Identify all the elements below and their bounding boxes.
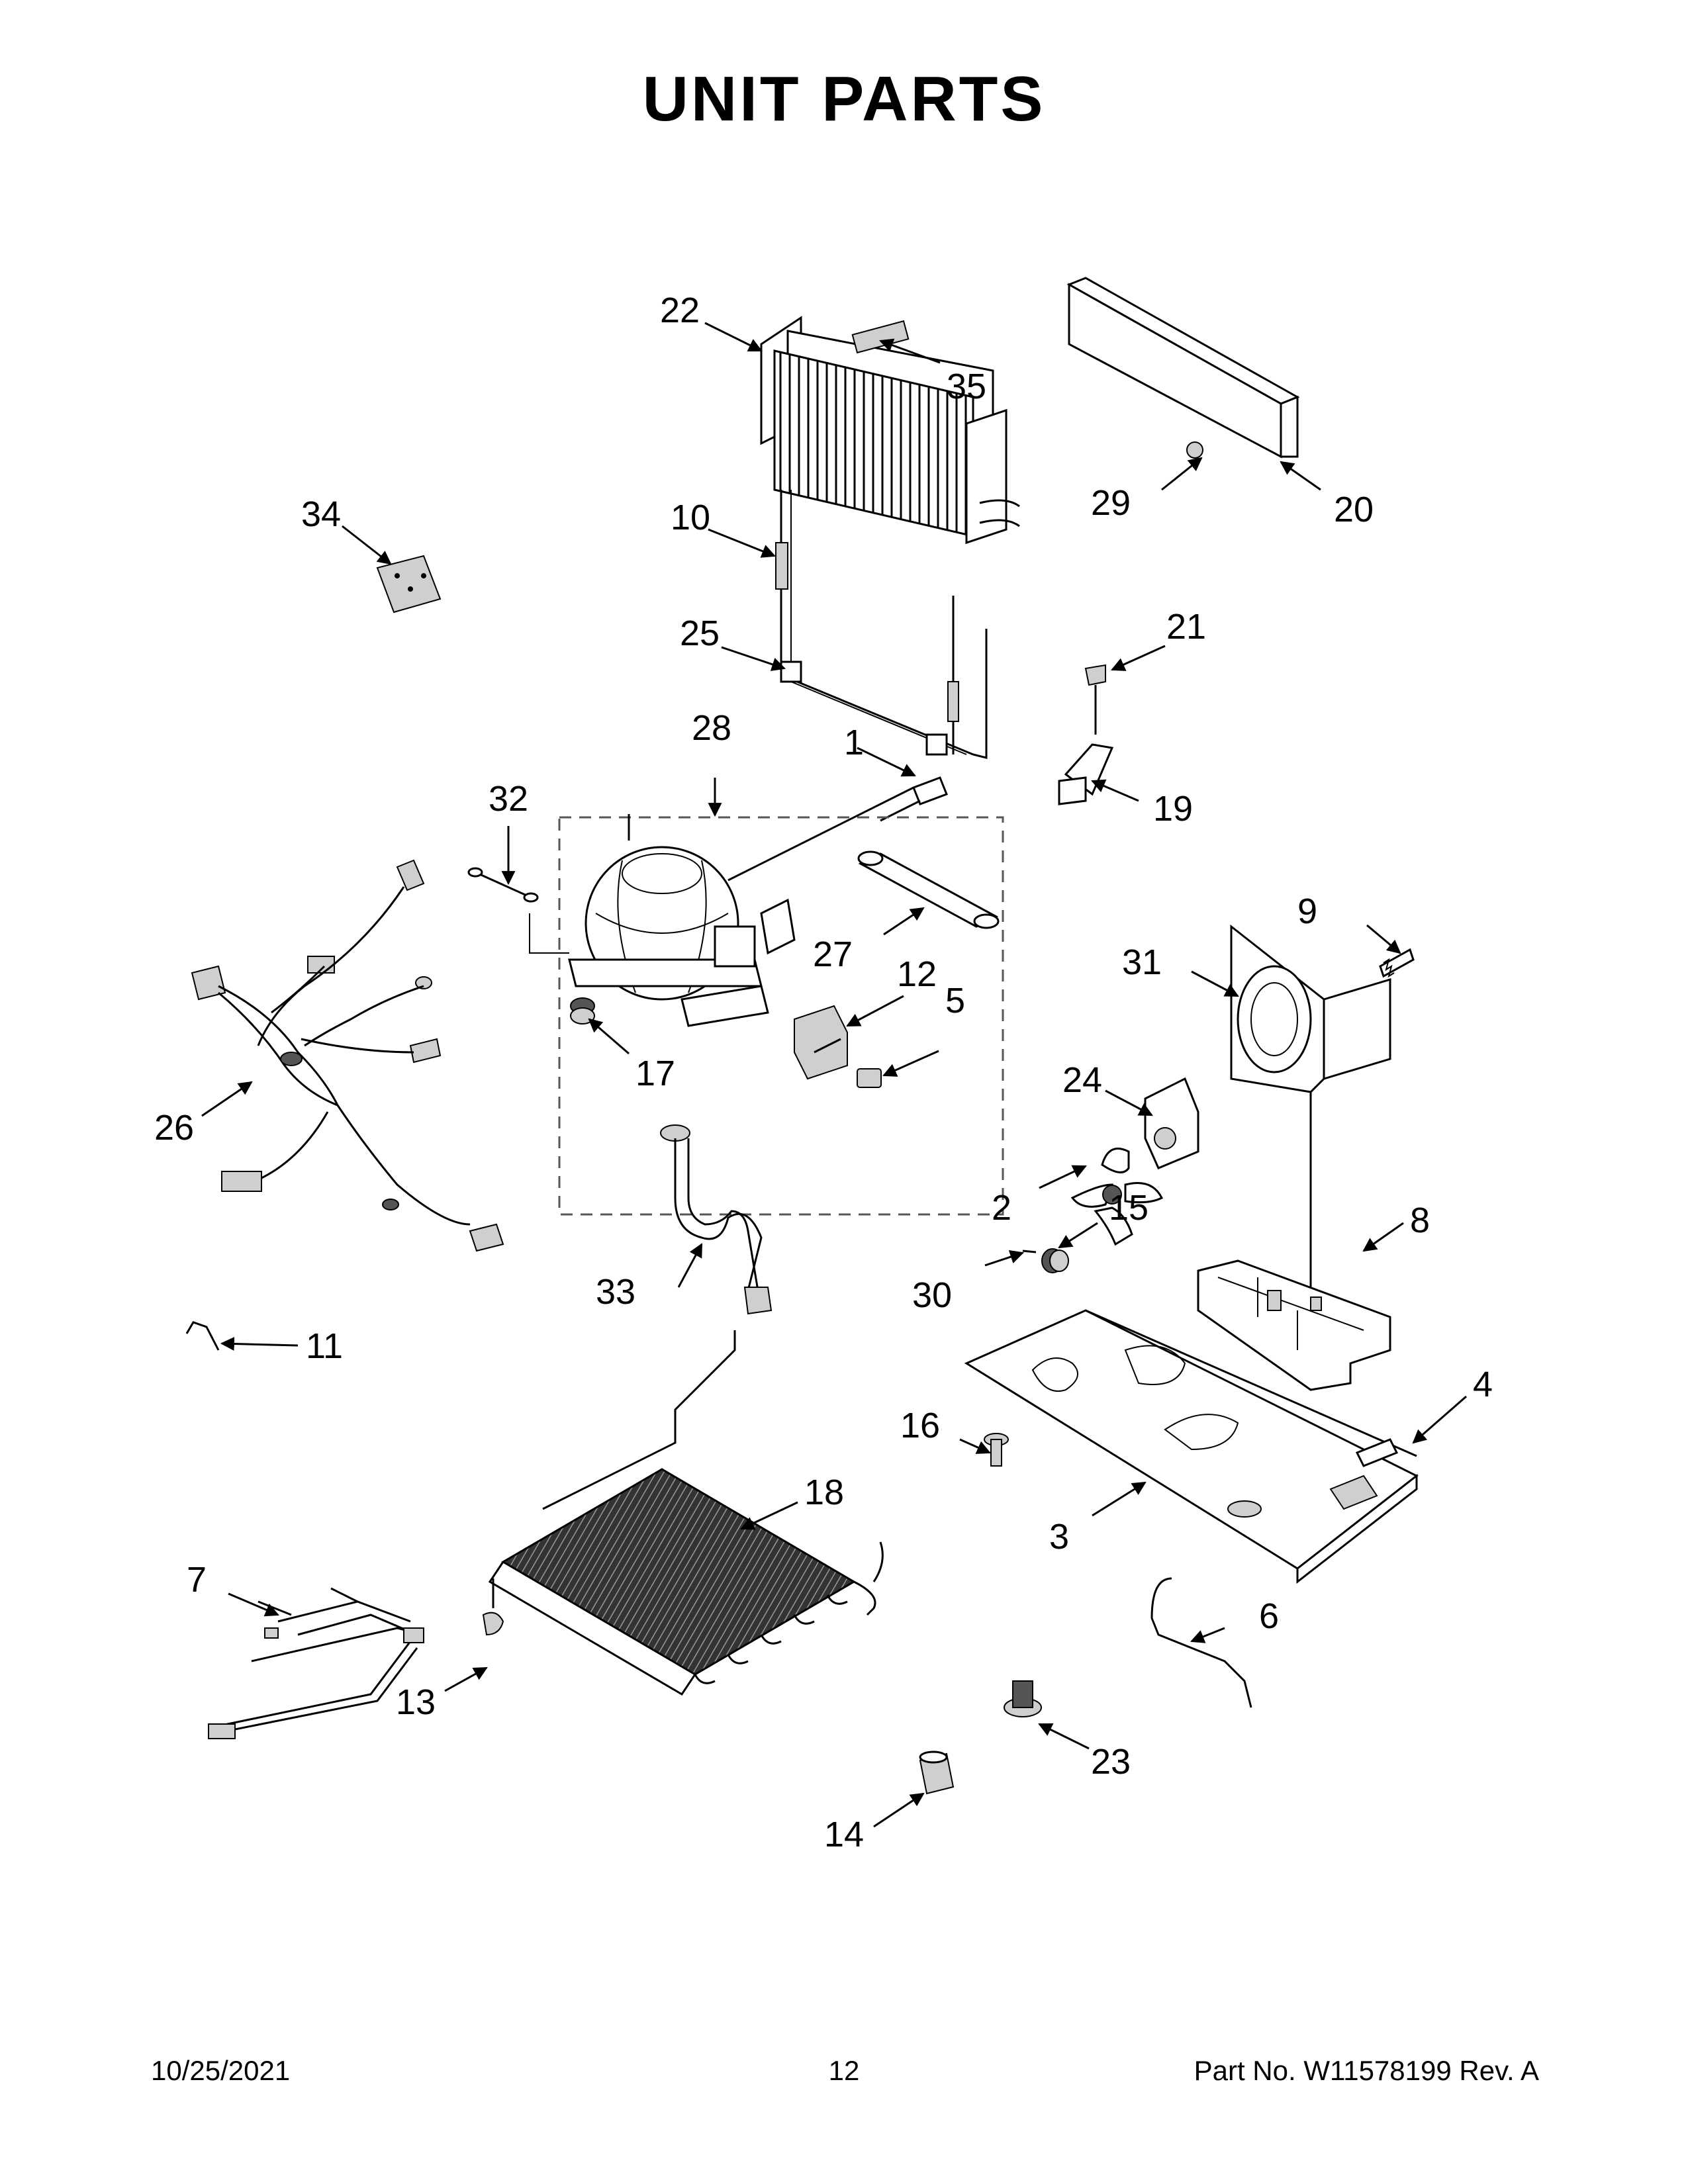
callout-20: 20 (1334, 490, 1374, 529)
callout-24: 24 (1062, 1060, 1102, 1100)
callout-18: 18 (804, 1473, 844, 1512)
callout-17: 17 (635, 1054, 675, 1093)
part-3-base (964, 1309, 1419, 1584)
part-32-strap (467, 867, 539, 903)
part-33-drain (660, 1124, 773, 1315)
part-15-grommet (1041, 1248, 1069, 1273)
part-26-harness (191, 859, 504, 1252)
part-19-bracket (1058, 743, 1114, 805)
part-30-pin (1022, 1250, 1037, 1253)
callout-19: 19 (1153, 789, 1193, 829)
part-8-bracket (1197, 1259, 1391, 1391)
callout-21: 21 (1166, 607, 1206, 647)
callout-11: 11 (306, 1326, 343, 1366)
leader-32 (529, 913, 569, 954)
part-2-fan (1070, 1148, 1164, 1246)
callout-28: 28 (692, 708, 731, 748)
callout-9: 9 (1297, 891, 1317, 931)
callout-12: 12 (897, 954, 937, 994)
callout-7: 7 (187, 1560, 207, 1600)
part-13-clip (482, 1612, 504, 1636)
part-11-wire (185, 1321, 220, 1351)
part-34-board (376, 555, 442, 614)
callout-27: 27 (813, 934, 853, 974)
part-31-shroud (1230, 924, 1391, 1291)
callout-29: 29 (1091, 483, 1131, 523)
callout-8: 8 (1410, 1201, 1430, 1240)
callout-13: 13 (396, 1682, 436, 1722)
callout-6: 6 (1259, 1596, 1279, 1636)
callout-34: 34 (301, 494, 341, 534)
part-7-harness (208, 1587, 424, 1739)
part-21-screw (1084, 664, 1106, 735)
part-14-sleeve (919, 1751, 955, 1795)
part-6-wire (1150, 1577, 1252, 1708)
footer-date: 10/25/2021 (151, 2055, 291, 2086)
part-22-coil (760, 316, 1020, 545)
callout-32: 32 (489, 779, 528, 819)
part-28-group-box (558, 816, 1004, 1216)
leader-arrows (201, 322, 1467, 1828)
footer-part-number: Part No. W11578199 Rev. A (1194, 2055, 1539, 2086)
part-10-25-tubing (775, 490, 988, 759)
callout-10: 10 (671, 498, 710, 537)
part-23-foot (1004, 1680, 1042, 1717)
page-title: UNIT PARTS (642, 64, 1046, 134)
callout-26: 26 (154, 1108, 194, 1148)
callout-31: 31 (1122, 942, 1162, 982)
callout-33: 33 (596, 1272, 635, 1312)
part-29-fastener (1186, 441, 1203, 459)
callout-5: 5 (945, 981, 965, 1021)
callout-25: 25 (680, 614, 720, 653)
callout-35: 35 (947, 367, 986, 406)
callout-1: 1 (844, 723, 864, 762)
part-12-relay (794, 1005, 848, 1080)
part-18-coil (488, 1330, 884, 1696)
callout-23: 23 (1091, 1742, 1131, 1782)
callout-16: 16 (900, 1406, 940, 1445)
part-9-screw (1379, 948, 1415, 978)
part-4-screw (1355, 1438, 1399, 1467)
callout-22: 22 (660, 291, 700, 330)
part-16-screw (984, 1433, 1009, 1467)
part-20-cover (1066, 277, 1300, 459)
callout-3: 3 (1049, 1517, 1069, 1557)
callout-15: 15 (1109, 1188, 1149, 1228)
compressor (568, 786, 914, 1027)
callout-14: 14 (824, 1815, 864, 1854)
callout-labels: 22 35 29 20 34 10 25 21 28 1 32 19 9 31 … (154, 291, 1493, 1854)
callout-4: 4 (1473, 1365, 1493, 1404)
footer-page-number: 12 (828, 2055, 860, 2086)
callout-30: 30 (912, 1275, 952, 1315)
part-27-drier (857, 850, 1000, 929)
callout-2: 2 (992, 1188, 1011, 1228)
part-5-cap (857, 1068, 882, 1088)
part-24-motor (1144, 1077, 1199, 1169)
